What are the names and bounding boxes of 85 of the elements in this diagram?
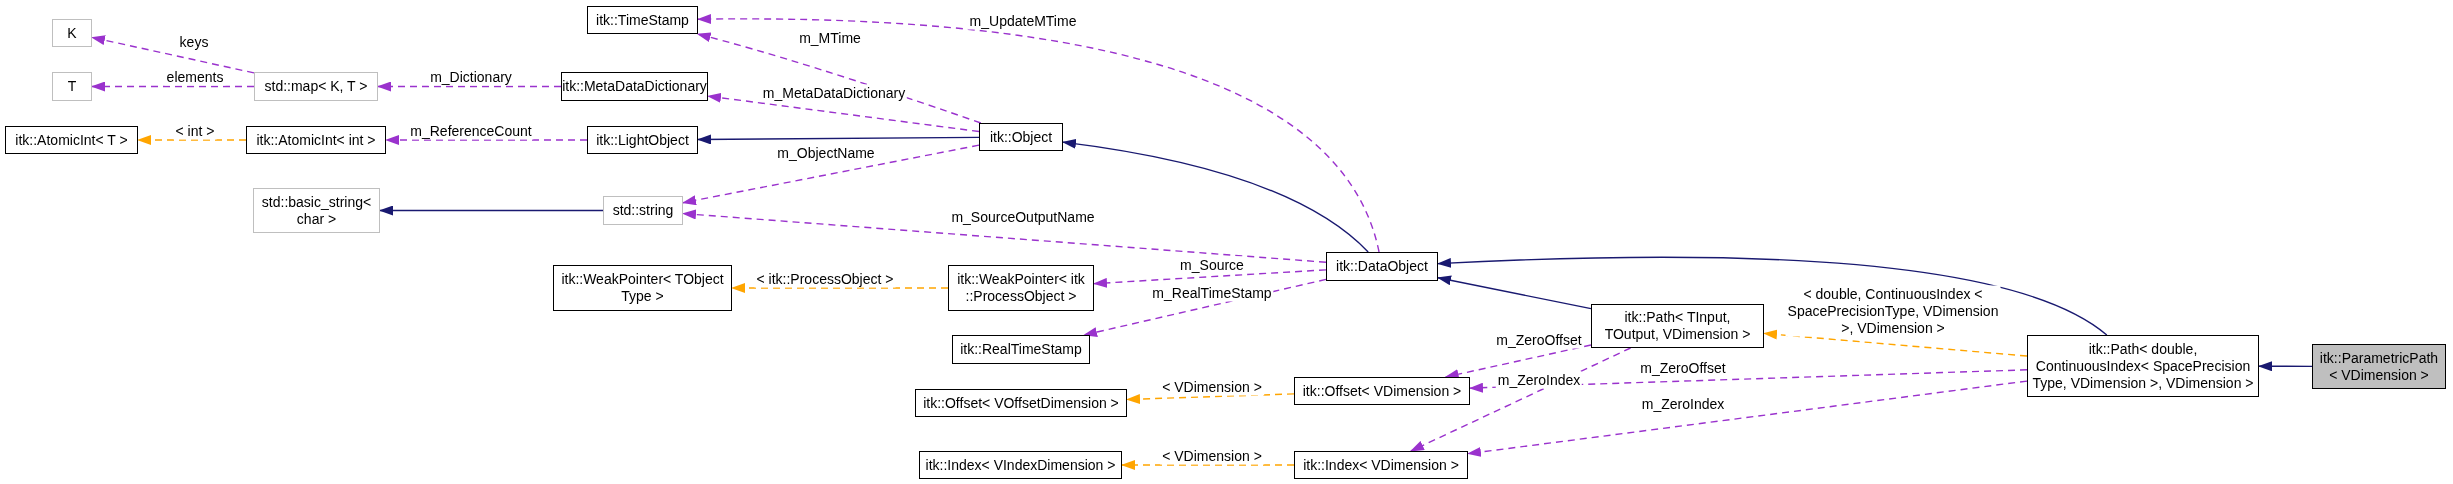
class-box	[561, 72, 708, 101]
class-box	[948, 265, 1094, 311]
arrow	[2258, 361, 2313, 372]
edge-label: m_ReferenceCount	[408, 122, 534, 140]
class-box	[979, 123, 1063, 151]
class-name: itk::Index< VIndexDimension >	[925, 456, 1116, 474]
edge-label: m_ZeroIndex	[1495, 371, 1583, 389]
arrow	[137, 135, 247, 145]
arrow	[682, 144, 980, 206]
class-box	[52, 72, 92, 101]
arrow	[696, 32, 982, 124]
edge-label: keys	[177, 33, 211, 51]
class-name: std::basic_string< char >	[260, 193, 373, 228]
class-name: std::map< K, T >	[264, 78, 368, 95]
edge-label: < VDimension >	[1160, 378, 1264, 396]
class-box	[952, 335, 1090, 364]
arrow	[1437, 256, 2108, 336]
arrow	[682, 209, 1327, 263]
class-box	[915, 389, 1127, 417]
arrow	[1126, 393, 1295, 405]
edge-label: m_Dictionary	[428, 68, 514, 86]
edge-label: m_MTime	[797, 29, 863, 47]
class-name: itk::WeakPointer< itk ::ProcessObject >	[956, 271, 1086, 305]
class-box	[52, 19, 92, 47]
class-box	[1294, 377, 1470, 405]
edge-label: m_RealTimeStamp	[1150, 284, 1274, 302]
edge-label: < itk::ProcessObject >	[754, 270, 896, 288]
edge-label: m_UpdateMTime	[967, 12, 1079, 30]
class-name: itk::TimeStamp	[596, 11, 689, 29]
arrow	[707, 92, 980, 133]
class-box	[246, 126, 386, 154]
class-box	[919, 451, 1122, 479]
edge-label: < double, ContinuousIndex < SpacePrecisionType, VDimension >, VDimension >	[1785, 285, 2001, 337]
edge-label: m_ZeroIndex	[1639, 395, 1727, 413]
class-box	[603, 196, 683, 225]
class-name: itk::MetaDataDictionary	[562, 78, 707, 95]
class-box	[587, 6, 698, 34]
class-name: itk::Offset< VDimension >	[1302, 382, 1462, 400]
edge-label: m_MetaDataDictionary	[760, 84, 908, 102]
edge-label: < VDimension >	[1160, 447, 1264, 465]
class-box	[1294, 451, 1468, 479]
arrow	[91, 35, 255, 74]
arrow	[1093, 269, 1327, 288]
class-name: itk::DataObject	[1336, 258, 1428, 275]
arrow	[1469, 369, 2028, 393]
class-box	[553, 265, 732, 311]
class-name: K	[67, 24, 77, 42]
arrow	[1437, 275, 1592, 310]
class-name: itk::ParametricPath < VDimension >	[2318, 349, 2440, 384]
class-box	[254, 72, 378, 101]
class-box	[5, 126, 138, 154]
class-name: itk::Object	[989, 128, 1053, 146]
class-name: itk::Path< TInput, TOutput, VDimension >	[1603, 309, 1752, 343]
edge-label: elements	[164, 68, 226, 86]
arrow	[697, 14, 1380, 253]
class-name: T	[67, 78, 77, 95]
class-name: itk::AtomicInt< int >	[256, 131, 376, 149]
arrow	[1467, 380, 2028, 457]
arrow	[731, 283, 949, 293]
class-name: itk::Index< VDimension >	[1303, 456, 1459, 474]
class-box	[1326, 252, 1438, 281]
class-box	[253, 188, 380, 233]
class-name: itk::RealTimeStamp	[960, 341, 1082, 358]
edge-label: m_ObjectName	[775, 144, 877, 162]
class-name: itk::WeakPointer< TObject Type >	[560, 271, 725, 305]
class-name: itk::LightObject	[596, 131, 689, 149]
class-name: itk::Path< double, ContinuousIndex< SpacePrecision Type, VDimension >, VDimension >	[2032, 340, 2254, 392]
arrow	[697, 134, 980, 145]
edge-label: m_ZeroOffset	[1638, 359, 1728, 377]
arrow	[1121, 460, 1295, 470]
arrow	[1763, 329, 2028, 357]
class-box	[2312, 344, 2446, 389]
arrow	[1409, 347, 1632, 452]
class-box	[587, 126, 698, 154]
class-box	[1591, 304, 1764, 348]
edge-label: m_ZeroOffset	[1494, 331, 1584, 349]
class-name: std::string	[612, 202, 674, 219]
class-name: itk::Offset< VOffsetDimension >	[923, 394, 1119, 412]
arrow	[379, 205, 604, 216]
edge-label: < int >	[173, 122, 217, 140]
arrow	[385, 135, 588, 145]
arrow	[91, 81, 255, 92]
arrow	[377, 81, 562, 92]
class-name: itk::AtomicInt< T >	[15, 131, 128, 149]
arrow	[1062, 138, 1369, 253]
